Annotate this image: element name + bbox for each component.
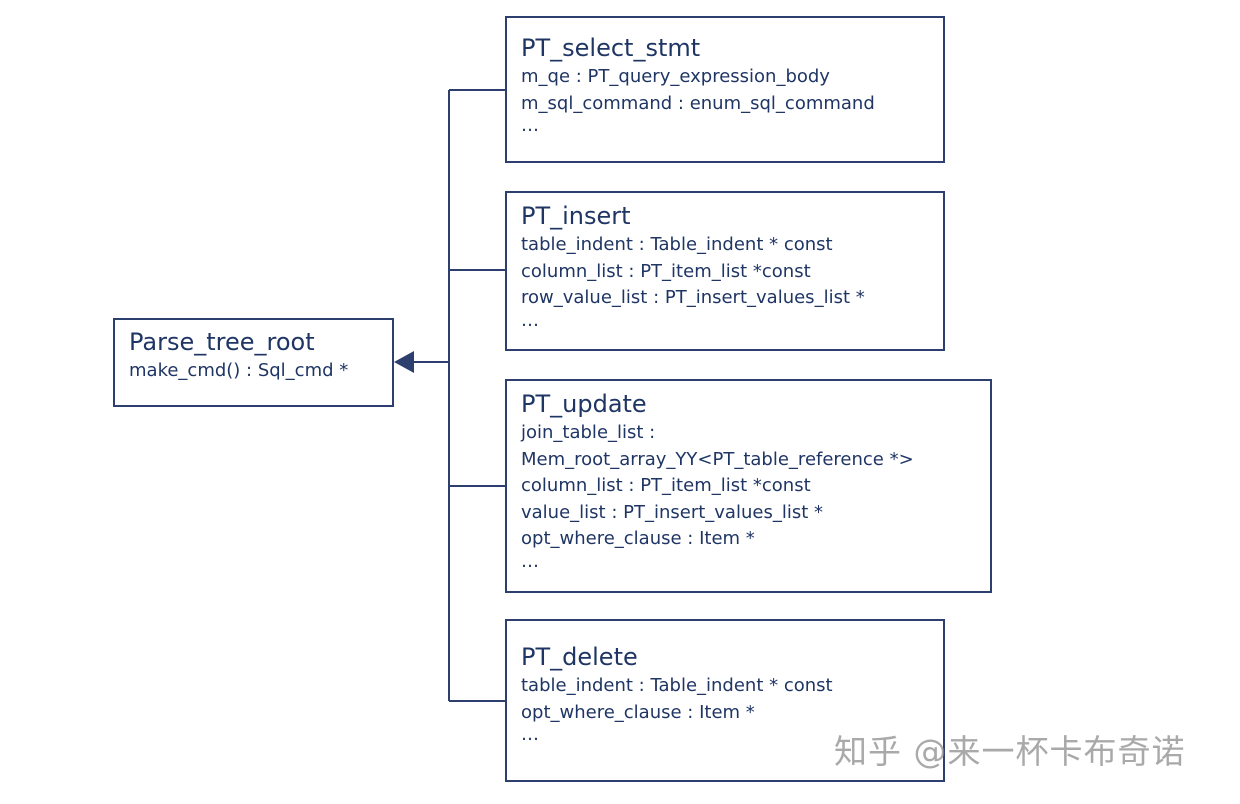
class-box-pt-delete: PT_delete table_indent : Table_indent * … (505, 619, 945, 782)
class-ellipsis: … (521, 309, 539, 331)
class-box-pt-select-stmt: PT_select_stmt m_qe : PT_query_expressio… (505, 16, 945, 163)
class-field: Mem_root_array_YY<PT_table_reference *> (521, 448, 914, 470)
inheritance-arrow-icon (394, 351, 414, 373)
class-field: column_list : PT_item_list *const (521, 475, 811, 496)
class-field: make_cmd() : Sql_cmd * (129, 360, 349, 381)
class-ellipsis: … (521, 115, 539, 136)
class-field: table_indent : Table_indent * const (521, 234, 833, 255)
class-field: m_qe : PT_query_expression_body (521, 66, 830, 87)
class-field: join_table_list : (521, 422, 656, 443)
class-box-parse-tree-root: Parse_tree_root make_cmd() : Sql_cmd * (113, 318, 394, 407)
class-title: PT_delete (521, 643, 638, 671)
class-field: opt_where_clause : Item * (521, 701, 755, 723)
watermark-text: 知乎 @来一杯卡布奇诺 (834, 732, 1186, 771)
class-ellipsis: … (521, 550, 539, 572)
class-box-pt-insert: PT_insert table_indent : Table_indent * … (505, 191, 945, 351)
class-field: opt_where_clause : Item * (521, 528, 755, 549)
class-field: row_value_list : PT_insert_values_list * (521, 287, 865, 308)
class-field: m_sql_command : enum_sql_command (521, 92, 875, 114)
class-field: column_list : PT_item_list *const (521, 260, 811, 282)
class-title: PT_insert (521, 202, 631, 230)
class-title: Parse_tree_root (129, 328, 315, 356)
class-title: PT_update (521, 390, 647, 418)
class-box-pt-update: PT_update join_table_list : Mem_root_arr… (505, 379, 992, 593)
class-field: value_list : PT_insert_values_list * (521, 501, 823, 523)
class-field: table_indent : Table_indent * const (521, 675, 833, 696)
class-title: PT_select_stmt (521, 34, 701, 62)
class-ellipsis: … (521, 724, 539, 745)
